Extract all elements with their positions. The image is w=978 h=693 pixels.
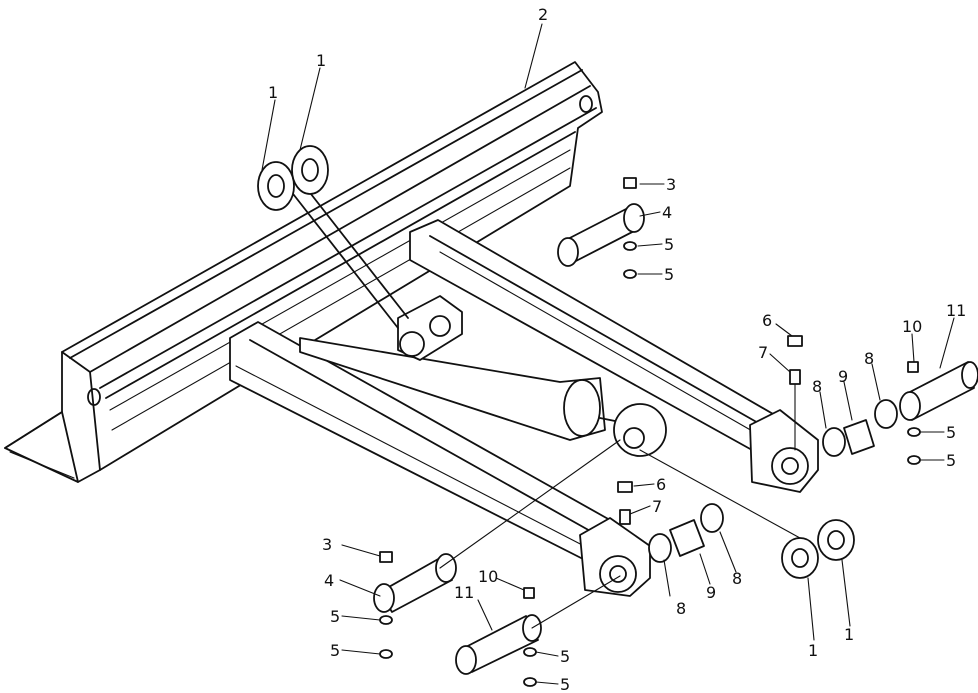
grease-cap-6b xyxy=(617,481,633,493)
push-arm-upper xyxy=(409,219,819,493)
washer-1d xyxy=(817,519,855,561)
parts-right-side xyxy=(639,335,978,579)
seal-8b xyxy=(874,399,898,429)
callout-5-lower-b: 5 xyxy=(330,641,340,660)
nut-5g xyxy=(523,647,537,657)
callout-5-right-a: 5 xyxy=(946,423,956,442)
callout-5-lower-a: 5 xyxy=(330,607,340,626)
callout-5-lower-d: 5 xyxy=(560,675,570,693)
callout-labels: 2 1 1 3 4 5 5 6 7 8 9 8 10 11 5 5 6 7 8 … xyxy=(268,5,966,693)
bolt-10b xyxy=(523,587,535,599)
bolt-3a xyxy=(623,177,637,189)
callout-7-middle: 7 xyxy=(652,497,662,516)
callout-3-lower: 3 xyxy=(322,535,332,554)
nut-5b xyxy=(623,269,637,279)
tilt-cylinder xyxy=(289,179,667,457)
pin-upper-left xyxy=(557,177,645,279)
washer-1a xyxy=(257,161,295,211)
callout-9-middle: 9 xyxy=(706,583,716,602)
seal-8c xyxy=(648,533,672,563)
seal-8a xyxy=(822,427,846,457)
push-arm-lower xyxy=(229,321,651,597)
grease-fitting-7b xyxy=(619,509,631,525)
washer-1c xyxy=(781,537,819,579)
washers-top xyxy=(257,145,329,211)
callout-11-right: 11 xyxy=(946,301,966,320)
bolt-10a xyxy=(907,361,919,373)
callout-5-right-b: 5 xyxy=(946,451,956,470)
bushing-9b xyxy=(669,519,705,557)
callout-2: 2 xyxy=(538,5,548,24)
bolt-3b xyxy=(379,551,393,563)
nut-5c xyxy=(907,427,921,437)
callout-8-middle-b: 8 xyxy=(732,569,742,588)
callout-5-top-a: 5 xyxy=(664,235,674,254)
nut-5e xyxy=(379,615,393,625)
bushing-9a xyxy=(843,419,875,455)
callout-3-top: 3 xyxy=(666,175,676,194)
callout-5-top-b: 5 xyxy=(664,265,674,284)
callout-1-upper-left: 1 xyxy=(268,83,278,102)
callout-6-right: 6 xyxy=(762,311,772,330)
leader-lines xyxy=(261,23,955,685)
callout-7-right: 7 xyxy=(758,343,768,362)
callout-1-lower-b: 1 xyxy=(844,625,854,644)
washer-1b xyxy=(291,145,329,195)
callout-1-lower-a: 1 xyxy=(808,641,818,660)
callout-10-lower: 10 xyxy=(478,567,498,586)
nut-5h xyxy=(523,677,537,687)
callout-10-right: 10 xyxy=(902,317,922,336)
callout-4-lower: 4 xyxy=(324,571,334,590)
callout-11-lower: 11 xyxy=(454,583,474,602)
seal-8d xyxy=(700,503,724,533)
callout-1-upper-right: 1 xyxy=(316,51,326,70)
callout-9-right: 9 xyxy=(838,367,848,386)
callout-8-right-a: 8 xyxy=(812,377,822,396)
grease-cap-6a xyxy=(787,335,803,347)
nut-5a xyxy=(623,241,637,251)
callout-5-lower-c: 5 xyxy=(560,647,570,666)
nut-5d xyxy=(907,455,921,465)
parts-lower-middle xyxy=(617,481,724,563)
nut-5f xyxy=(379,649,393,659)
grease-fitting-7a xyxy=(789,369,801,385)
callout-6-middle: 6 xyxy=(656,475,666,494)
callout-8-middle-a: 8 xyxy=(676,599,686,618)
callout-8-right-b: 8 xyxy=(864,349,874,368)
callout-4-top: 4 xyxy=(662,203,672,222)
